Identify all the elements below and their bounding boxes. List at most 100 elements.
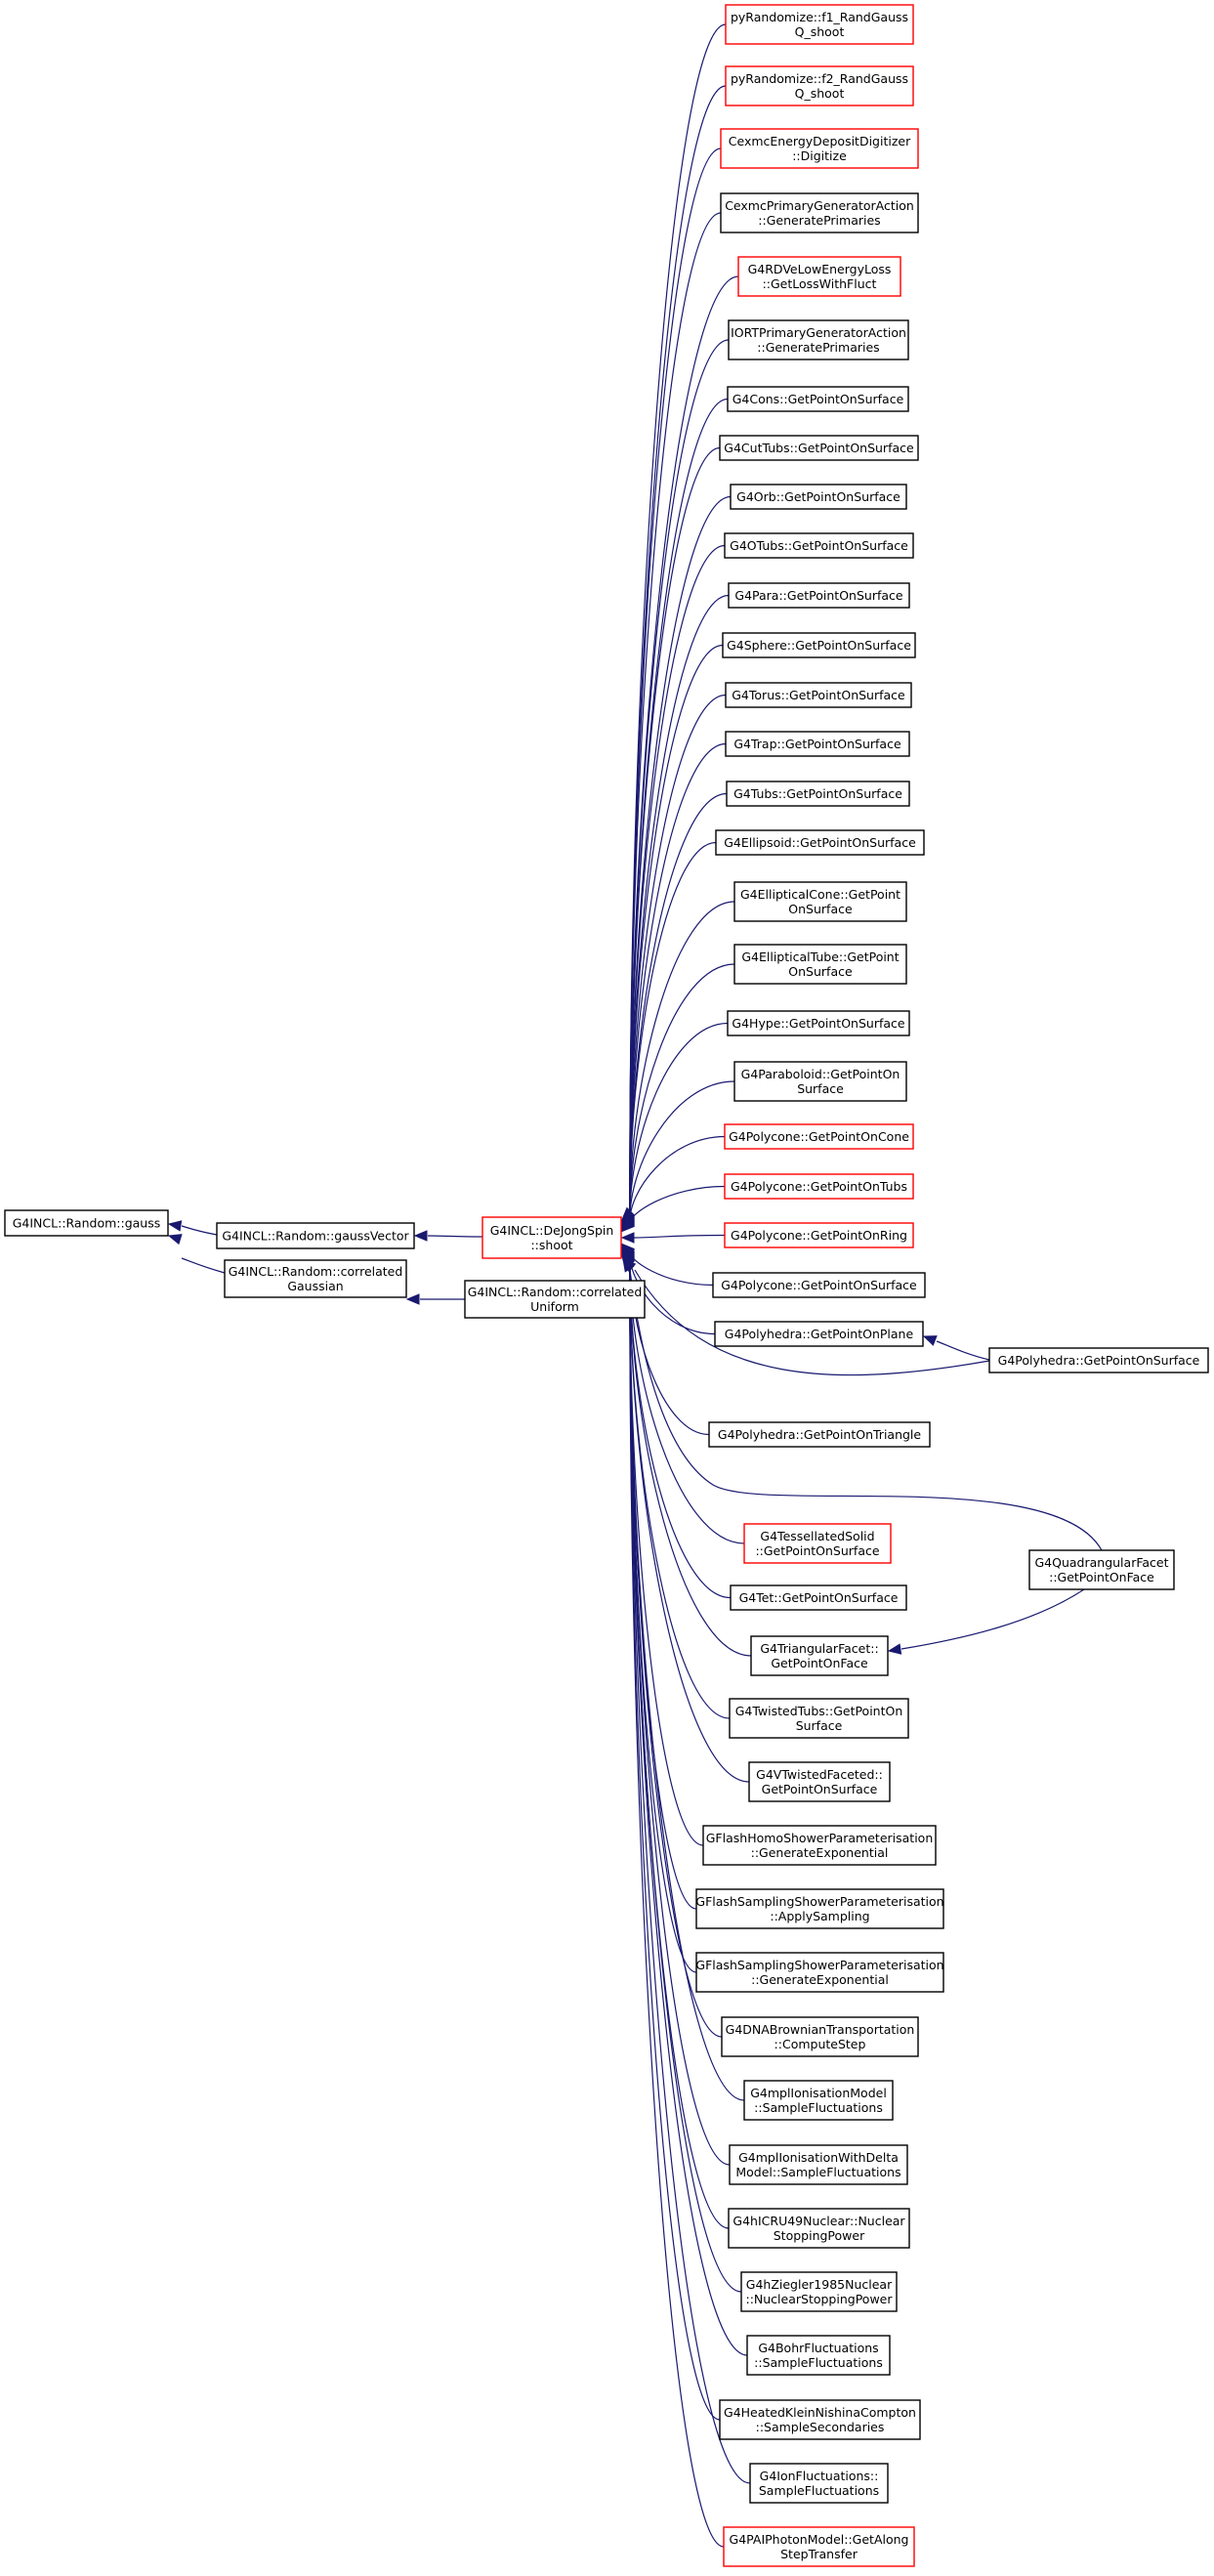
node-gaussVector[interactable]: G4INCL::Random::gaussVector — [216, 1222, 415, 1249]
node-cexmcPGA[interactable]: CexmcPrimaryGeneratorAction::GeneratePri… — [720, 192, 919, 233]
node-ellCone[interactable]: G4EllipticalCone::GetPointOnSurface — [733, 881, 907, 922]
node-cons[interactable]: G4Cons::GetPointOnSurface — [727, 386, 909, 412]
node-label: pyRandomize::f1_RandGauss — [731, 10, 908, 24]
node-box — [725, 682, 912, 708]
node-iortPGA[interactable]: IORTPrimaryGeneratorAction::GeneratePrim… — [728, 319, 909, 360]
node-mplIonDelta[interactable]: G4mplIonisationWithDeltaModel::SampleFlu… — [729, 2144, 908, 2185]
node-twistedTubs[interactable]: G4TwistedTubs::GetPointOnSurface — [729, 1698, 909, 1739]
node-vtwisted[interactable]: G4VTwistedFaceted::GetPointOnSurface — [748, 1761, 891, 1802]
edge-pyF2-to-dejong — [621, 85, 727, 1222]
node-cutTubs[interactable]: G4CutTubs::GetPointOnSurface — [719, 435, 919, 461]
node-icru49[interactable]: G4hICRU49Nuclear::NuclearStoppingPower — [728, 2208, 910, 2249]
node-tet[interactable]: G4Tet::GetPointOnSurface — [730, 1584, 907, 1611]
node-box — [724, 1222, 914, 1248]
node-ionFluct[interactable]: G4IonFluctuations::SampleFluctuations — [749, 2463, 889, 2504]
node-label: G4Trap::GetPointOnSurface — [733, 737, 901, 751]
node-box — [733, 881, 907, 922]
node-torus[interactable]: G4Torus::GetPointOnSurface — [725, 682, 912, 708]
node-gflashSampGen[interactable]: GFlashSamplingShowerParameterisation::Ge… — [695, 1952, 944, 1993]
node-label: G4INCL::Random::gaussVector — [222, 1229, 409, 1244]
node-para[interactable]: G4Para::GetPointOnSurface — [728, 582, 910, 609]
node-label: ::GetLossWithFluct — [763, 276, 877, 291]
node-hype[interactable]: G4Hype::GetPointOnSurface — [727, 1010, 910, 1036]
node-label: ::NuclearStoppingPower — [745, 2292, 893, 2306]
node-box — [702, 1825, 937, 1866]
edge-arrowhead — [922, 1335, 938, 1346]
node-ellTube[interactable]: G4EllipticalTube::GetPointOnSurface — [733, 944, 907, 985]
node-label: StepTransfer — [780, 2547, 858, 2561]
node-box — [748, 1761, 891, 1802]
node-ziegler[interactable]: G4hZiegler1985Nuclear::NuclearStoppingPo… — [740, 2271, 898, 2312]
node-orb[interactable]: G4Orb::GetPointOnSurface — [730, 484, 907, 510]
edge-arrowhead — [413, 1230, 428, 1242]
node-label: G4Polycone::GetPointOnSurface — [721, 1278, 917, 1292]
node-otubs[interactable]: G4OTubs::GetPointOnSurface — [724, 532, 914, 559]
node-box — [714, 1321, 924, 1347]
node-label: Q_shoot — [795, 24, 845, 39]
node-box — [749, 2463, 889, 2504]
node-gflashSampApply[interactable]: GFlashSamplingShowerParameterisation::Ap… — [695, 1888, 944, 1929]
node-polyconeRing[interactable]: G4Polycone::GetPointOnRing — [724, 1222, 914, 1248]
node-box — [695, 1888, 944, 1929]
node-label: G4INCL::Random::gauss — [13, 1216, 161, 1231]
node-heatedKN[interactable]: G4HeatedKleinNishinaCompton::SampleSecon… — [719, 2399, 921, 2440]
node-sphere[interactable]: G4Sphere::GetPointOnSurface — [722, 632, 916, 658]
node-box — [723, 2526, 915, 2567]
edge-line — [629, 212, 722, 1214]
node-dejong[interactable]: G4INCL::DeJongSpin::shoot — [481, 1216, 622, 1259]
node-label: Model::SampleFluctuations — [735, 2165, 900, 2179]
node-label: ::GenerateExponential — [751, 1845, 889, 1860]
node-label: G4EllipticalCone::GetPoint — [740, 887, 900, 902]
node-label: G4Ellipsoid::GetPointOnSurface — [724, 835, 916, 850]
node-paraboloid[interactable]: G4Paraboloid::GetPointOnSurface — [733, 1061, 907, 1102]
edge-line — [629, 1263, 751, 2484]
node-label: Gaussian — [287, 1279, 343, 1293]
node-ellipsoid[interactable]: G4Ellipsoid::GetPointOnSurface — [715, 829, 925, 856]
node-label: OnSurface — [788, 964, 853, 979]
edge-line — [629, 901, 735, 1221]
node-gflashHomo[interactable]: GFlashHomoShowerParameterisation::Genera… — [702, 1825, 937, 1866]
node-cexmcDigi[interactable]: CexmcEnergyDepositDigitizer::Digitize — [720, 128, 919, 169]
node-tubs[interactable]: G4Tubs::GetPointOnSurface — [726, 781, 910, 807]
node-tessellated[interactable]: G4TessellatedSolid::GetPointOnSurface — [743, 1523, 892, 1564]
node-label: ::GetPointOnFace — [1049, 1570, 1154, 1584]
edge-arrowhead — [621, 1218, 635, 1233]
node-polyhedraSurf[interactable]: G4Polyhedra::GetPointOnSurface — [988, 1347, 1209, 1373]
node-mplIon[interactable]: G4mplIonisationModel::SampleFluctuations — [743, 2080, 894, 2121]
node-label: G4QuadrangularFacet — [1034, 1555, 1168, 1570]
node-label: G4Cons::GetPointOnSurface — [733, 392, 904, 406]
edge-line — [427, 1235, 483, 1238]
node-polyconeTubs[interactable]: G4Polycone::GetPointOnTubs — [724, 1173, 914, 1200]
node-polyhedraPlane[interactable]: G4Polyhedra::GetPointOnPlane — [714, 1321, 924, 1347]
edge-line — [629, 1259, 745, 2101]
node-label: G4Polycone::GetPointOnRing — [731, 1228, 907, 1243]
node-trap[interactable]: G4Trap::GetPointOnSurface — [725, 731, 910, 757]
node-quadFacet[interactable]: G4QuadrangularFacet::GetPointOnFace — [1028, 1549, 1175, 1590]
edge-line — [634, 1269, 990, 1376]
node-label: G4PAIPhotonModel::GetAlong — [730, 2532, 909, 2547]
node-box — [743, 2080, 894, 2121]
node-rdVeLow[interactable]: G4RDVeLowEnergyLoss::GetLossWithFluct — [737, 256, 901, 297]
node-box — [737, 256, 901, 297]
node-bohr[interactable]: G4BohrFluctuations::SampleFluctuations — [746, 2335, 891, 2376]
node-label: ::SampleFluctuations — [754, 2355, 883, 2370]
node-polyconeSurf[interactable]: G4Polycone::GetPointOnSurface — [712, 1272, 926, 1298]
node-box — [724, 1173, 914, 1200]
node-label: G4INCL::Random::correlated — [229, 1264, 403, 1279]
edge-dejong-to-gaussVector — [413, 1230, 483, 1242]
node-dnaBrownian[interactable]: G4DNABrownianTransportation::ComputeStep — [721, 2016, 919, 2057]
edge-line — [629, 339, 730, 1215]
node-triFacet[interactable]: G4TriangularFacet::GetPointOnFace — [750, 1635, 889, 1676]
edge-polyconeTubs-to-dejong — [621, 1185, 726, 1233]
graph-nodes: G4INCL::Random::gaussG4INCL::Random::gau… — [4, 4, 1209, 2567]
node-polyconeCone[interactable]: G4Polycone::GetPointOnCone — [724, 1123, 914, 1150]
node-box — [4, 1209, 169, 1237]
node-label: G4Tet::GetPointOnSurface — [739, 1590, 899, 1605]
node-polyhedraTri[interactable]: G4Polyhedra::GetPointOnTriangle — [708, 1421, 931, 1448]
node-box — [721, 2016, 919, 2057]
